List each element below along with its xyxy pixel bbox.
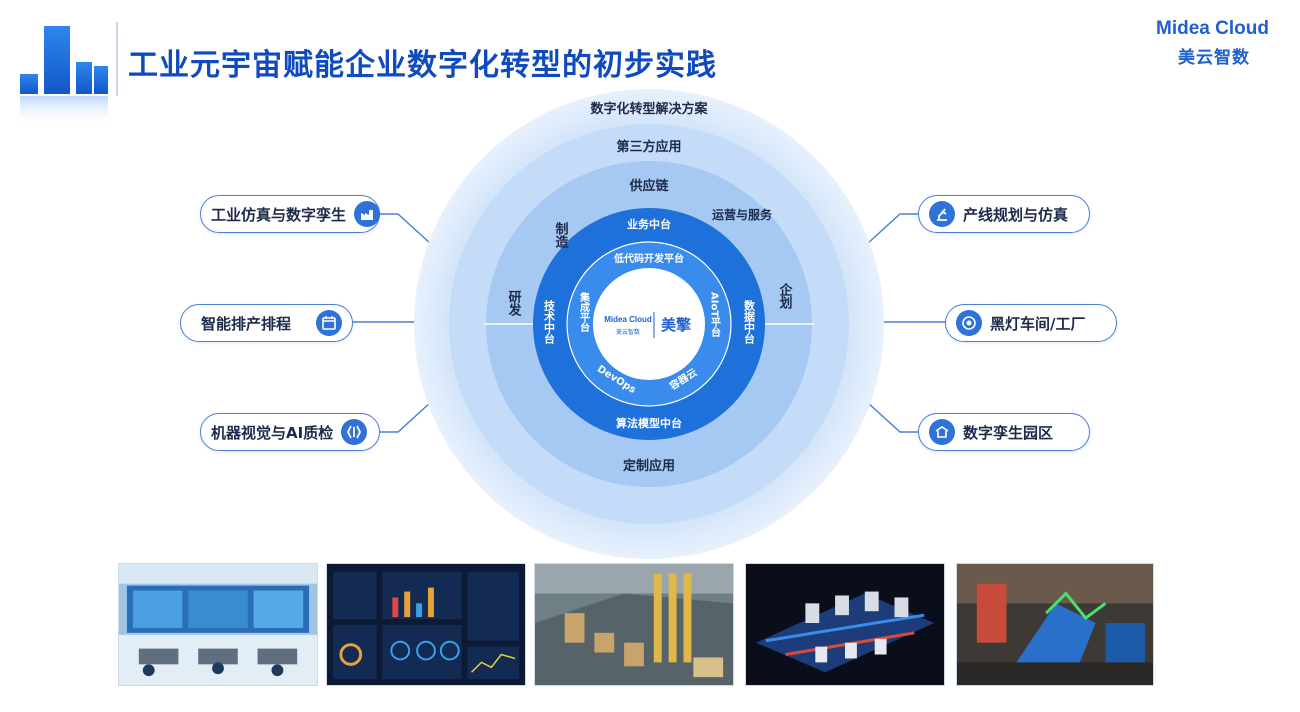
pill-label: 智能排产排程 — [201, 314, 292, 333]
label-business-platform: 业务中台 — [627, 217, 671, 231]
label-tech-platform: 技术中台 — [543, 299, 557, 345]
pill-label: 工业仿真与数字孪生 — [211, 205, 347, 224]
thumbnail-control-room — [118, 563, 318, 686]
calendar-icon — [316, 310, 342, 336]
pill-digital-twin-park[interactable]: 数字孪生园区 — [918, 413, 1090, 451]
thumbnail-dashboard — [326, 563, 526, 686]
label-supply-chain: 供应链 — [628, 178, 669, 194]
brand-logo: Midea Cloud 美云智数 — [1148, 16, 1288, 72]
ring-center — [593, 268, 705, 380]
connector-lines — [351, 213, 947, 433]
center-brand-cn-small: 美云智数 — [616, 328, 640, 336]
eye-icon — [341, 419, 368, 445]
label-solutions: 数字化转型解决方案 — [590, 101, 708, 117]
label-integration: 集成平台 — [578, 291, 591, 333]
concentric-architecture-diagram: 数字化转型解决方案 第三方应用 定制应用 供应链 制造 运营与服务 研发 企划 … — [351, 89, 947, 559]
page-title: 工业元宇宙赋能企业数字化转型的初步实践 — [128, 48, 717, 83]
center-brand-cn: 美擎 — [661, 316, 691, 334]
brand-name-en: Midea Cloud — [1156, 18, 1269, 39]
label-data-platform: 数据中台 — [743, 299, 756, 345]
label-manufacturing: 制造 — [553, 221, 569, 249]
dashboard-screenshot-icon — [327, 564, 525, 685]
pill-label: 黑灯车间/工厂 — [990, 314, 1086, 333]
thumbnail-production-line — [745, 563, 945, 686]
pill-industrial-simulation[interactable]: 工业仿真与数字孪生 — [200, 195, 381, 233]
label-aiot: AIoT平台 — [709, 292, 721, 338]
brand-name-cn: 美云智数 — [1178, 48, 1250, 68]
pill-lights-out-factory[interactable]: 黑灯车间/工厂 — [945, 304, 1117, 342]
pill-smart-scheduling[interactable]: 智能排产排程 — [180, 304, 353, 342]
label-lowcode: 低代码开发平台 — [613, 252, 684, 265]
robot-arm-icon — [929, 201, 955, 227]
building-icon — [929, 419, 955, 445]
machine-vision-photo-icon — [957, 564, 1153, 685]
pill-machine-vision[interactable]: 机器视觉与AI质检 — [200, 413, 380, 451]
pill-line-planning[interactable]: 产线规划与仿真 — [918, 195, 1090, 233]
title-divider — [116, 22, 118, 96]
thumbnail-machine-vision — [956, 563, 1154, 686]
label-algorithm-platform: 算法模型中台 — [615, 416, 682, 430]
target-icon — [956, 310, 982, 336]
warehouse-3d-icon — [535, 564, 733, 685]
pill-label: 产线规划与仿真 — [963, 205, 1069, 224]
pill-label: 机器视觉与AI质检 — [211, 423, 334, 442]
label-custom-apps: 定制应用 — [622, 458, 675, 474]
label-rnd: 研发 — [506, 290, 523, 317]
label-third-party-apps: 第三方应用 — [616, 139, 681, 155]
thumbnail-warehouse — [534, 563, 734, 686]
pill-label: 数字孪生园区 — [963, 423, 1054, 442]
control-room-photo-icon — [119, 564, 317, 685]
production-line-3d-icon — [746, 564, 944, 685]
label-operations: 运营与服务 — [712, 207, 773, 222]
label-planning: 企划 — [777, 282, 794, 310]
factory-icon — [354, 201, 381, 227]
building-logo-icon — [20, 26, 108, 126]
center-brand-en: Midea Cloud — [604, 315, 652, 324]
